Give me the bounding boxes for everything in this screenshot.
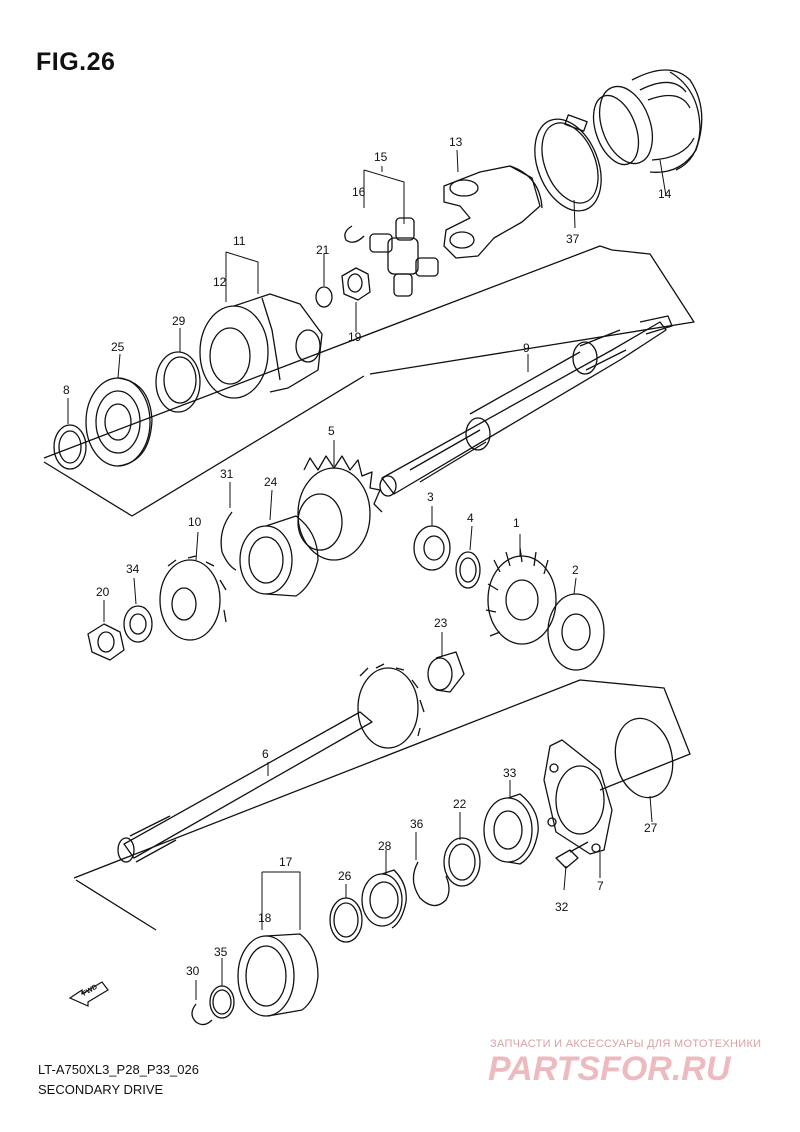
- callout-34: 34: [126, 562, 140, 576]
- callout-10: 10: [188, 515, 202, 529]
- callout-3: 3: [427, 490, 434, 504]
- lower-assembly-frame: [73, 679, 691, 931]
- boot-part-14: [592, 69, 703, 173]
- figure-title: FIG.26: [36, 48, 116, 76]
- callout-22: 22: [453, 797, 467, 811]
- callout-15: 15: [374, 150, 388, 164]
- washer-part-34: [123, 605, 153, 643]
- bolt-part-32: [555, 841, 589, 869]
- bearing-case-part-7: [543, 739, 613, 855]
- callout-18: 18: [258, 911, 272, 925]
- shim-part-22: [443, 837, 481, 887]
- callout-31: 31: [220, 467, 234, 481]
- clamp-part-37: [534, 114, 602, 212]
- joint-cup-part-18: [237, 933, 319, 1017]
- washer-part-21: [315, 286, 333, 308]
- o-ring-part-27: [614, 717, 674, 799]
- bearing-part-33: [483, 793, 539, 865]
- callout-27: 27: [644, 821, 658, 835]
- oil-seal-part-28: [361, 869, 407, 929]
- callout-29: 29: [172, 314, 186, 328]
- figure-name: SECONDARY DRIVE: [38, 1082, 164, 1097]
- callout-9: 9: [523, 341, 530, 355]
- circlip-part-16: [344, 225, 365, 243]
- circlip-part-36: [412, 861, 450, 907]
- callout-24: 24: [264, 475, 278, 489]
- callout-26: 26: [338, 869, 352, 883]
- universal-joint-cross-part-15: [369, 217, 439, 297]
- callout-32: 32: [555, 900, 569, 914]
- watermark-tagline: ЗАПЧАСТИ И АКСЕССУАРЫ ДЛЯ МОТОТЕХНИКИ: [490, 1038, 762, 1050]
- circlip-part-30: [191, 1003, 213, 1026]
- fwd-arrow-icon: FWD: [68, 981, 109, 1007]
- callout-35: 35: [214, 945, 228, 959]
- shim-part-8: [53, 424, 87, 470]
- needle-bearing-part-24: [239, 515, 319, 597]
- oil-seal-part-29: [155, 351, 201, 413]
- washer-part-2: [547, 593, 605, 671]
- needle-bearing-part-23: [427, 651, 465, 693]
- nut-part-19: [341, 267, 371, 301]
- svg-text:PARTSFOR.RU: PARTSFOR.RU: [488, 1050, 732, 1086]
- callout-30: 30: [186, 964, 200, 978]
- spacer-part-3: [413, 525, 451, 571]
- callout-16: 16: [352, 185, 366, 199]
- callout-21: 21: [316, 243, 330, 257]
- upper-assembly-frame: [43, 245, 695, 517]
- shaft-part-6: [117, 663, 425, 863]
- bearing-part-25: [85, 377, 153, 467]
- callout-2: 2: [572, 563, 579, 577]
- callout-36: 36: [410, 817, 424, 831]
- callout-37: 37: [566, 232, 580, 246]
- bevel-gear-part-5: [297, 455, 383, 561]
- callout-4: 4: [467, 511, 474, 525]
- yoke-part-13: [443, 165, 543, 259]
- bevel-gear-part-1: [485, 547, 557, 645]
- callout-25: 25: [111, 340, 125, 354]
- callout-13: 13: [449, 135, 463, 149]
- circlip-part-35: [209, 985, 235, 1019]
- callout-6: 6: [262, 747, 269, 761]
- callout-28: 28: [378, 839, 392, 853]
- callout-14: 14: [658, 187, 672, 201]
- callout-8: 8: [63, 383, 70, 397]
- shaft-part-9: [379, 315, 673, 497]
- callout-12: 12: [213, 275, 227, 289]
- gear-part-10: [159, 555, 227, 641]
- figure-code: LT-A750XL3_P28_P33_026: [38, 1062, 199, 1077]
- callout-20: 20: [96, 585, 110, 599]
- callout-1: 1: [513, 516, 520, 530]
- shim-part-26: [329, 897, 363, 943]
- callout-17: 17: [279, 855, 293, 869]
- circlip-part-31: [220, 511, 237, 571]
- coupling-part-11: [199, 293, 323, 399]
- callout-5: 5: [328, 424, 335, 438]
- callout-19: 19: [348, 330, 362, 344]
- leader-lines: [67, 149, 667, 1000]
- callout-23: 23: [434, 616, 448, 630]
- shim-part-4: [455, 551, 481, 589]
- watermark-logo: PARTSFOR.RU: [488, 1050, 732, 1086]
- callout-11: 11: [233, 234, 246, 248]
- nut-part-20: [87, 623, 125, 661]
- callout-33: 33: [503, 766, 517, 780]
- callout-7: 7: [597, 879, 604, 893]
